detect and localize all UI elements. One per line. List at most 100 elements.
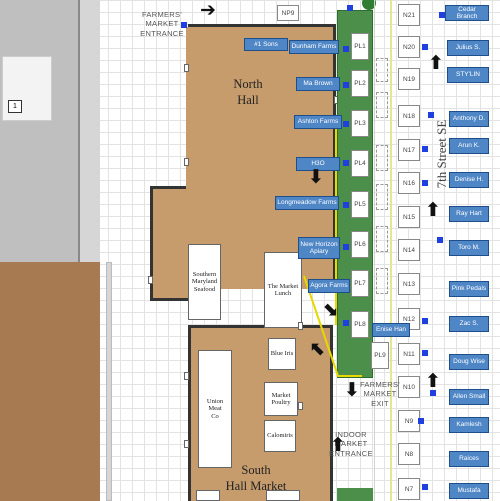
arrow-down-icon: ⬇	[308, 166, 324, 188]
vendor-marker	[422, 484, 428, 490]
vendor-label-agora-farms[interactable]: Agora Farms	[308, 279, 350, 293]
vendor-label-new-horizon-apiary[interactable]: New Horizon Apiary	[298, 237, 340, 259]
indoor-vendor-line2: Lunch	[274, 290, 292, 297]
curb-line	[374, 0, 375, 501]
indoor-vendor-market-poultry: Market Poultry	[264, 382, 298, 416]
indoor-vendor-line1: The Market	[267, 282, 299, 290]
indoor-vendor-line1: Southern	[192, 270, 217, 278]
vendor-label-1-sons[interactable]: #1 Sons	[244, 38, 288, 51]
lot-number: 1	[8, 100, 22, 113]
vendor-marker	[430, 390, 436, 396]
vendor-label-mustafa[interactable]: Mustafa	[449, 483, 489, 499]
vendor-marker	[343, 160, 349, 166]
south-hall-title-line2: Hall Market	[225, 479, 287, 494]
vendor-label-stylin[interactable]: STY'LIN	[447, 67, 489, 83]
street-name: 7th Street SE	[434, 119, 449, 189]
door-marker	[184, 440, 189, 448]
n-slot-N13: N13	[398, 273, 420, 295]
vendor-marker	[439, 12, 445, 18]
n-slot-N16: N16	[398, 172, 420, 194]
vendor-marker	[418, 418, 424, 424]
vendor-label-zac-s[interactable]: Zac S.	[449, 316, 489, 332]
stall-outline	[376, 92, 388, 118]
door-marker	[148, 276, 153, 284]
vendor-marker	[343, 320, 349, 326]
indoor-vendor-blue-iris: Blue Iris	[268, 338, 296, 370]
n-slot-N14: N14	[398, 239, 420, 261]
vendor-label-allen-small[interactable]: Allen Small	[449, 389, 489, 405]
sign-line2: MARKET	[334, 439, 368, 449]
vendor-label-toro-m[interactable]: Toro M.	[449, 240, 489, 256]
pl-slot-PL3: PL3	[351, 110, 369, 137]
vendor-label-denise-h[interactable]: Denise H.	[449, 172, 489, 188]
vendor-label-arun-k[interactable]: Arun K.	[449, 138, 489, 154]
arrow-up-left-icon: ⬉	[310, 338, 326, 360]
brown-lot	[0, 262, 100, 501]
indoor-vendor-union-meat: Union Meat Co	[198, 350, 232, 468]
arrow-up-icon: ⬆	[428, 52, 444, 74]
north-hall-title-line2: Hall	[237, 93, 259, 108]
vendor-label-raices[interactable]: Raices	[449, 451, 489, 467]
indoor-vendor-southern-md-seafood: Southern Maryland Seafood	[188, 244, 221, 320]
pl-slot-PL7: PL7	[351, 270, 369, 297]
vendor-label-pink-pedals[interactable]: Pink Pedals	[449, 281, 489, 297]
vendor-label-cedar-branch[interactable]: Cedar Branch	[445, 5, 489, 21]
indoor-vendor-market-lunch: The Market Lunch	[264, 252, 302, 328]
pl-slot-PL1: PL1	[351, 33, 369, 60]
vendor-marker	[343, 82, 349, 88]
vendor-label-doug-wise[interactable]: Doug Wise	[449, 354, 489, 370]
vendor-label-dunham-farms[interactable]: Dunham Farms	[289, 40, 339, 54]
vendor-label-ray-hart[interactable]: Ray Hart	[449, 206, 489, 222]
farmers-market-exit-sign: FARMERS' MARKET EXIT	[358, 380, 402, 408]
pl-slot-PL5: PL5	[351, 191, 369, 218]
door-marker	[298, 322, 303, 330]
vendor-marker	[343, 121, 349, 127]
vendor-marker	[422, 146, 428, 152]
south-hall-title: South Hall Market	[214, 462, 298, 495]
door-marker	[184, 372, 189, 380]
arrow-down-right-icon: ⬊	[322, 298, 338, 320]
vendor-label-julius-s[interactable]: Julius S.	[447, 40, 489, 56]
n-slot-N8: N8	[398, 443, 420, 465]
indoor-vendor-line1: Calomiris	[267, 432, 293, 440]
vendor-label-h3o[interactable]: H3O	[296, 157, 340, 171]
stall-outline	[376, 268, 388, 294]
vendor-label-ashton-farms[interactable]: Ashton Farms	[294, 115, 342, 129]
north-hall-title: North Hall	[220, 76, 276, 109]
vendor-label-longmeadow-farms[interactable]: Longmeadow Farms	[275, 196, 339, 210]
n-slot-N20: N20	[398, 36, 420, 58]
vendor-label-kamlesh[interactable]: Kamlesh	[449, 417, 489, 433]
vendor-marker	[181, 22, 187, 28]
vendor-marker	[347, 5, 353, 11]
n-slot-N9: N9	[398, 410, 420, 432]
arrow-down-icon: ⬇	[344, 379, 360, 401]
sign-line3: ENTRANCE	[329, 448, 373, 458]
vendor-marker	[422, 318, 428, 324]
pl-slot-PL6: PL6	[351, 231, 369, 258]
sign-line1: INDOOR	[335, 430, 367, 439]
farmers-market-entrance-sign: FARMERS' MARKET ENTRANCE	[132, 10, 192, 38]
n-slot-N21: N21	[398, 4, 420, 26]
pl-slot-PL4: PL4	[351, 150, 369, 177]
vendor-marker	[343, 46, 349, 52]
indoor-vendor-line1: Blue Iris	[270, 350, 294, 358]
vendor-label-ma-brown[interactable]: Ma Brown	[296, 77, 340, 91]
vendor-label-enise-han[interactable]: Enise Han	[372, 323, 410, 337]
indoor-vendor-line1: Union Meat	[206, 397, 224, 413]
vendor-marker	[437, 237, 443, 243]
n-slot-N19: N19	[398, 68, 420, 90]
vendor-marker	[422, 350, 428, 356]
sign-line2: MARKET	[363, 389, 397, 399]
vendor-label-anthony-d[interactable]: Anthony D.	[449, 111, 489, 127]
pl-slot-PL9: PL9	[371, 342, 389, 369]
sign-line2: MARKET	[145, 19, 179, 29]
pl-slot-PL8: PL8	[351, 311, 369, 338]
south-hall-title-line1: South	[241, 463, 271, 477]
door-marker	[184, 158, 189, 166]
farmers-lane-lower	[337, 488, 373, 501]
sign-line1: FARMERS'	[141, 10, 183, 19]
n-slot-N10: N10	[398, 376, 420, 398]
tree-icon	[362, 0, 376, 10]
pl-slot-PL2: PL2	[351, 70, 369, 97]
